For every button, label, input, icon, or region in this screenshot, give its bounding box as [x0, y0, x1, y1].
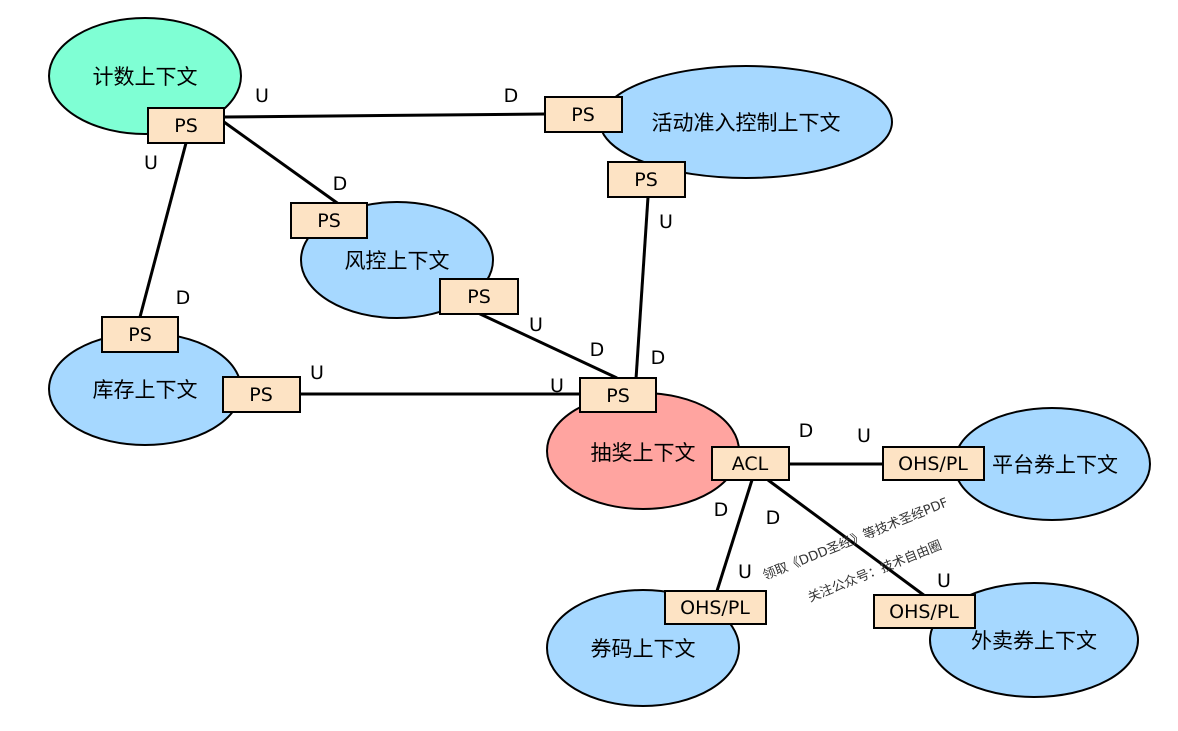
ps-box-activity-left: PS [544, 96, 623, 133]
ps-box-inventory-top-rect [101, 316, 179, 353]
acl-box-lottery-rect [711, 446, 790, 481]
ps-box-risk-top-label: PS [317, 210, 341, 232]
ps-box-activity-bottom-rect [607, 161, 686, 198]
ohs-box-code: OHS/PL [664, 590, 767, 625]
line-counting-activity [223, 112, 546, 119]
ohs-box-code-label: OHS/PL [680, 597, 750, 619]
ps-box-lottery-rect [579, 377, 657, 413]
ps-box-activity-left-label: PS [571, 104, 595, 126]
ps-box-lottery: PS [579, 377, 657, 413]
ps-box-lottery-label: PS [606, 385, 630, 407]
end-marker-counting-inventory-d: D [176, 287, 191, 309]
end-marker-inventory-lottery-u: U [310, 362, 324, 384]
risk-context-label: 风控上下文 [345, 249, 450, 273]
ps-box-risk-bottom-label: PS [467, 286, 491, 308]
ohs-box-platform: OHS/PL [882, 446, 985, 481]
line-risk-lottery [477, 311, 618, 380]
end-marker-lottery-takeout-u: U [937, 570, 951, 592]
end-marker-lottery-platform-u: U [857, 425, 871, 447]
code-context-label: 券码上下文 [591, 637, 696, 661]
ohs-box-takeout: OHS/PL [873, 594, 976, 629]
ohs-box-takeout-label: OHS/PL [889, 601, 959, 623]
ps-box-inventory-right-label: PS [249, 384, 273, 406]
connections [138, 112, 926, 598]
end-marker-activity-lottery-u: U [659, 211, 673, 233]
takeout-context-label: 外卖券上下文 [971, 629, 1097, 653]
end-marker-counting-activity-u: U [255, 85, 269, 107]
counting-context-label: 计数上下文 [93, 65, 198, 89]
ps-box-risk-bottom-rect [439, 278, 519, 315]
ohs-box-platform-label: OHS/PL [898, 453, 968, 475]
counting-context-ellipse [48, 17, 242, 135]
line-lottery-takeout [767, 478, 926, 598]
ps-box-counting-label: PS [174, 115, 198, 137]
platform-context-label: 平台券上下文 [992, 453, 1118, 477]
ps-box-inventory-right: PS [222, 376, 301, 413]
ps-box-inventory-top-label: PS [128, 324, 152, 346]
end-marker-risk-lottery-u: U [529, 314, 543, 336]
end-marker-counting-activity-d: D [504, 85, 519, 107]
ps-box-counting-rect [147, 107, 225, 144]
end-marker-lottery-code-u: U [738, 561, 752, 583]
end-marker-inventory-lottery-d: U [550, 375, 564, 397]
ps-box-inventory-top: PS [101, 316, 179, 353]
watermark-line-1: 领取《DDD圣经》等技术圣经PDF [761, 495, 951, 584]
ps-box-activity-bottom-label: PS [634, 169, 658, 191]
lottery-context-label: 抽奖上下文 [591, 441, 696, 465]
acl-box-lottery: ACL [711, 446, 790, 481]
line-counting-risk [223, 120, 341, 207]
line-activity-lottery [634, 196, 650, 380]
end-marker-lottery-code-d: D [714, 499, 729, 521]
line-lottery-code [715, 479, 754, 592]
end-marker-activity-lottery-d: D [651, 347, 666, 369]
ohs-box-takeout-rect [873, 594, 976, 629]
end-marker-lottery-platform-d: D [799, 420, 814, 442]
ps-box-inventory-right-rect [222, 376, 301, 413]
ohs-box-platform-rect [882, 446, 985, 481]
inventory-context-label: 库存上下文 [93, 378, 198, 402]
ps-box-counting: PS [147, 107, 225, 144]
ps-box-activity-left-rect [544, 96, 623, 133]
end-marker-lottery-takeout-d: D [766, 507, 781, 529]
end-marker-risk-lottery-d: D [590, 339, 605, 361]
ps-box-activity-bottom: PS [607, 161, 686, 198]
end-marker-counting-risk-d: D [333, 173, 348, 195]
activity-context-label: 活动准入控制上下文 [652, 111, 841, 135]
ps-box-risk-bottom: PS [439, 278, 519, 315]
end-marker-counting-inventory-u: U [144, 152, 158, 174]
acl-box-lottery-label: ACL [732, 453, 769, 475]
ps-box-risk-top: PS [290, 202, 368, 239]
takeout-context-ellipse [929, 582, 1139, 698]
ohs-box-code-rect [664, 590, 767, 625]
ps-box-risk-top-rect [290, 202, 368, 239]
line-counting-inventory [138, 142, 188, 318]
